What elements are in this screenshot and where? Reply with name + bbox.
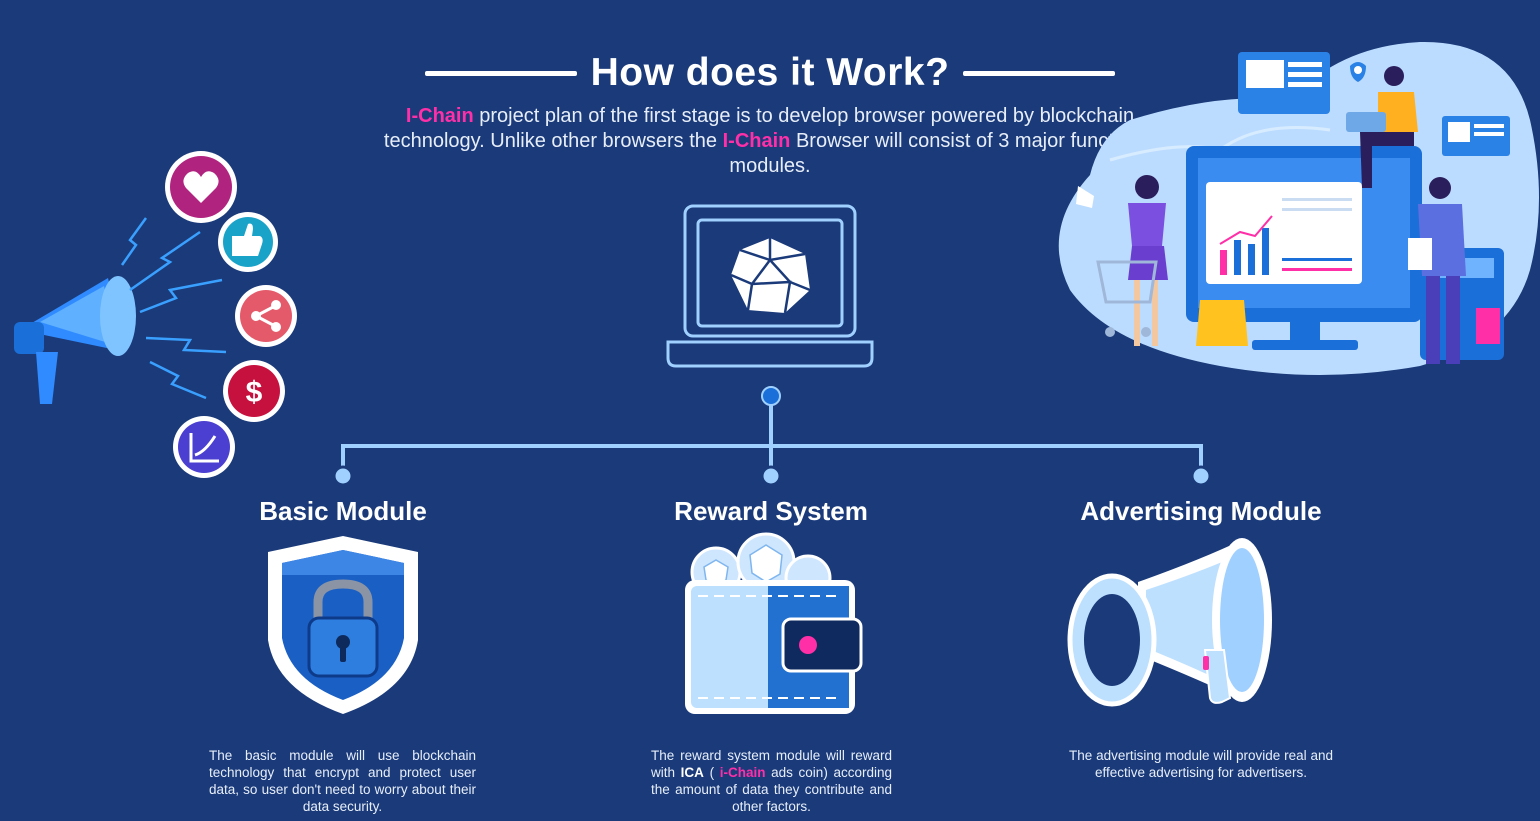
reward-system-title: Reward System — [674, 496, 868, 526]
basic-module-description: The basic module will use blockchain tec… — [209, 748, 476, 814]
laptop-icon — [666, 204, 874, 368]
team-dashboard-illustration — [1058, 41, 1539, 375]
connector-root-node — [761, 386, 781, 406]
icosahedron-logo-icon — [730, 238, 811, 314]
header: How does it Work? — [425, 48, 1116, 98]
reward-desc-text: The reward system module will reward wit… — [651, 748, 892, 780]
heart-icon — [165, 151, 237, 223]
page-title: How does it Work? — [590, 51, 950, 94]
social-megaphone-illustration — [14, 217, 227, 404]
dollar-icon: $ — [223, 360, 285, 422]
brand-name: I-Chain — [722, 130, 791, 152]
connector-node-reward — [760, 465, 782, 487]
basic-module-title: Basic Module — [259, 496, 427, 526]
intro-text: project plan of the first stage is to de… — [383, 105, 1135, 152]
reward-system-description: The reward system module will reward wit… — [651, 747, 892, 815]
megaphone-icon — [1067, 538, 1272, 707]
reward-desc-text: ads coin) according the amount of data t… — [651, 765, 893, 814]
reward-desc-text: ( — [703, 765, 720, 780]
module-connector — [341, 396, 1203, 476]
connector-node-advertising — [1190, 465, 1212, 487]
intro-text: Browser will consist of 3 major function… — [729, 130, 1157, 177]
brand-name: I-Chain — [405, 105, 474, 127]
title-left-rule — [425, 70, 577, 76]
thumbs-up-icon — [218, 212, 278, 272]
title-right-rule — [963, 70, 1116, 76]
wallet-coins-icon — [685, 532, 863, 714]
growth-chart-icon — [173, 416, 235, 478]
advertising-module-description: The advertising module will provide real… — [1069, 748, 1333, 780]
shield-lock-icon — [268, 536, 418, 714]
connector-node-basic — [332, 465, 354, 487]
advertising-module-title: Advertising Module — [1080, 496, 1322, 526]
share-icon — [235, 285, 297, 347]
dollar-symbol: $ — [246, 376, 263, 409]
brand-name: i-Chain — [719, 765, 766, 780]
ica-token-label: ICA — [680, 765, 704, 780]
intro-paragraph: I-Chain project plan of the first stage … — [380, 104, 1160, 179]
